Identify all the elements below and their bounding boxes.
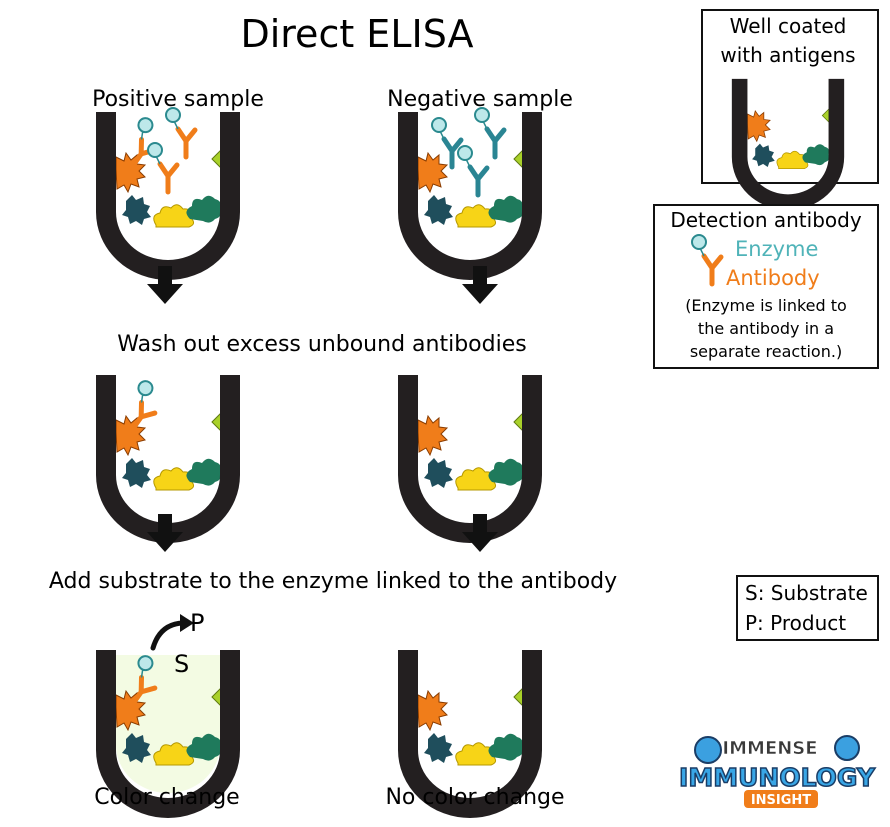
reaction-product-label: P <box>190 609 204 637</box>
legend-note-line1: (Enzyme is linked to <box>685 296 847 315</box>
legend-note-line2: the antibody in a <box>698 319 834 338</box>
well-negative-washed <box>408 375 534 533</box>
positive-result-label: Color change <box>94 785 239 810</box>
legend-substrate-label: S: Substrate <box>745 581 868 605</box>
legend-note-line3: separate reaction.) <box>690 342 842 361</box>
logo-line1: IMMENSE <box>722 738 817 759</box>
legend-product-label: P: Product <box>745 611 846 635</box>
negative-result-label: No color change <box>385 785 564 810</box>
reaction-arrowhead-icon <box>180 614 194 632</box>
legend-sp-box: S: Substrate P: Product <box>736 575 879 641</box>
legend-detection-title: Detection antibody <box>670 208 861 232</box>
reaction-arrow-icon <box>150 620 186 651</box>
wash-step-label: Wash out excess unbound antibodies <box>117 332 526 357</box>
well-positive-incubation <box>106 108 232 270</box>
legend-enzyme-label: Enzyme <box>735 237 818 261</box>
reaction-substrate-label: S <box>174 650 189 678</box>
down-arrow-icon <box>147 514 183 552</box>
well-negative-incubation <box>408 108 534 270</box>
legend-detection-box: Detection antibody Enzyme Antibody (Enzy… <box>653 204 879 369</box>
logo-line3: INSIGHT <box>751 793 811 808</box>
well-positive-color-change <box>106 650 232 808</box>
legend-well-line1: Well coated <box>730 14 847 38</box>
immense-immunology-insight-logo: IMMENSE IMMUNOLOGY INSIGHT <box>678 735 877 808</box>
legend-antibody-label: Antibody <box>726 266 820 290</box>
well-positive-washed <box>106 375 232 533</box>
diagram-title: Direct ELISA <box>240 12 473 56</box>
legend-well-line2: with antigens <box>720 43 855 67</box>
legend-well-box: Well coated with antigens <box>701 9 879 202</box>
logo-line2: IMMUNOLOGY <box>679 763 876 792</box>
positive-sample-label: Positive sample <box>92 87 264 112</box>
substrate-step-label: Add substrate to the enzyme linked to th… <box>49 569 617 594</box>
